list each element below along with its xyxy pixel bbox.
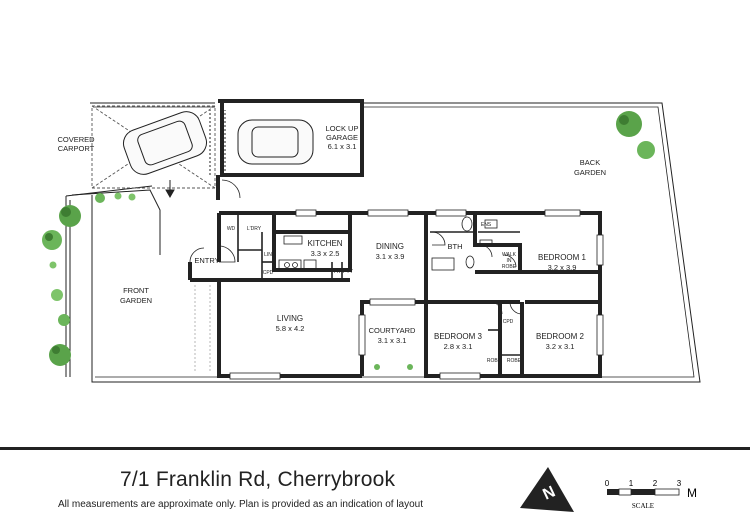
bedroom2-size: 3.2 x 3.1 bbox=[546, 342, 575, 351]
carport-label-line2: CARPORT bbox=[58, 144, 95, 153]
compass-icon: N bbox=[520, 467, 574, 512]
car-icon bbox=[237, 119, 314, 165]
bedroom2-robe-label: ROBE bbox=[507, 358, 522, 364]
kitchen-fittings bbox=[278, 235, 317, 271]
garage-size: 6.1 x 3.1 bbox=[328, 142, 357, 151]
fridge-label: FR bbox=[334, 269, 341, 275]
bedroom3-size: 2.8 x 3.1 bbox=[444, 342, 473, 351]
bathroom-label: BTH bbox=[448, 242, 463, 251]
garage-label-line1: LOCK UP bbox=[326, 124, 359, 133]
dining-size: 3.1 x 3.9 bbox=[376, 252, 405, 261]
living-label: LIVING bbox=[277, 314, 303, 323]
property-boundary bbox=[65, 102, 701, 383]
carport-outline bbox=[91, 105, 216, 189]
entry-arrow-icon bbox=[165, 180, 175, 199]
bedroom2-label: BEDROOM 2 bbox=[536, 332, 585, 341]
bedroom3-robe-label: ROBE bbox=[487, 358, 502, 364]
address-title: 7/1 Franklin Rd, Cherrybrook bbox=[120, 468, 396, 491]
dining-label: DINING bbox=[376, 242, 404, 251]
windows bbox=[229, 209, 604, 380]
back-garden-label-line2: GARDEN bbox=[574, 168, 606, 177]
front-garden-label-line1: FRONT bbox=[123, 286, 149, 295]
room-labels: COVERED CARPORT LOCK UP GARAGE 6.1 x 3.1… bbox=[57, 124, 606, 364]
ensuite-label: ENS bbox=[481, 222, 492, 228]
garage-label-line2: GARAGE bbox=[326, 133, 358, 142]
house-walls bbox=[188, 211, 602, 378]
linen-label: LIN bbox=[264, 252, 272, 258]
disclaimer-note: All measurements are approximate only. P… bbox=[58, 499, 424, 510]
footer-divider bbox=[0, 447, 750, 450]
kitchen-size: 3.3 x 2.5 bbox=[311, 249, 340, 258]
washer-dryer-label: WD bbox=[227, 226, 236, 232]
kitchen-label: KITCHEN bbox=[307, 239, 342, 248]
pantry-label: PTY bbox=[343, 269, 353, 275]
scale-label: SCALE bbox=[632, 502, 654, 510]
scale-tick-0: 0 bbox=[605, 479, 610, 488]
living-size: 5.8 x 4.2 bbox=[276, 324, 305, 333]
bedroom-cupboard-label: CPD bbox=[503, 319, 514, 325]
car-icon bbox=[122, 111, 208, 175]
entry-label: ENTRY bbox=[194, 256, 219, 265]
doors bbox=[189, 179, 523, 315]
courtyard-label: COURTYARD bbox=[369, 326, 416, 335]
front-garden-label-line2: GARDEN bbox=[120, 296, 152, 305]
back-garden-label-line1: BACK bbox=[580, 158, 600, 167]
courtyard-size: 3.1 x 3.1 bbox=[378, 336, 407, 345]
entry-cupboard-label: CPD bbox=[263, 270, 274, 276]
plant-icon bbox=[42, 111, 655, 370]
scale-unit: M bbox=[687, 486, 697, 500]
walk-in-robe-line1: WALK bbox=[502, 252, 517, 258]
scale-tick-1: 1 bbox=[629, 479, 634, 488]
bedroom1-label: BEDROOM 1 bbox=[538, 253, 587, 262]
laundry-label: L'DRY bbox=[247, 226, 262, 232]
scale-tick-2: 2 bbox=[653, 479, 658, 488]
carport-label-line1: COVERED bbox=[57, 135, 95, 144]
bedroom3-label: BEDROOM 3 bbox=[434, 332, 483, 341]
interior-partitions bbox=[237, 213, 522, 356]
walk-in-robe-line3: ROBE bbox=[502, 264, 517, 270]
garage-walls bbox=[209, 99, 364, 200]
scale-bar: 0 1 2 3 M SCALE bbox=[605, 479, 697, 510]
bedroom1-size: 3.2 x 3.9 bbox=[548, 263, 577, 272]
walk-in-robe-line2: IN bbox=[507, 258, 512, 264]
scale-tick-3: 3 bbox=[677, 479, 682, 488]
entry-path bbox=[194, 285, 211, 372]
bathroom-fittings bbox=[431, 216, 498, 271]
